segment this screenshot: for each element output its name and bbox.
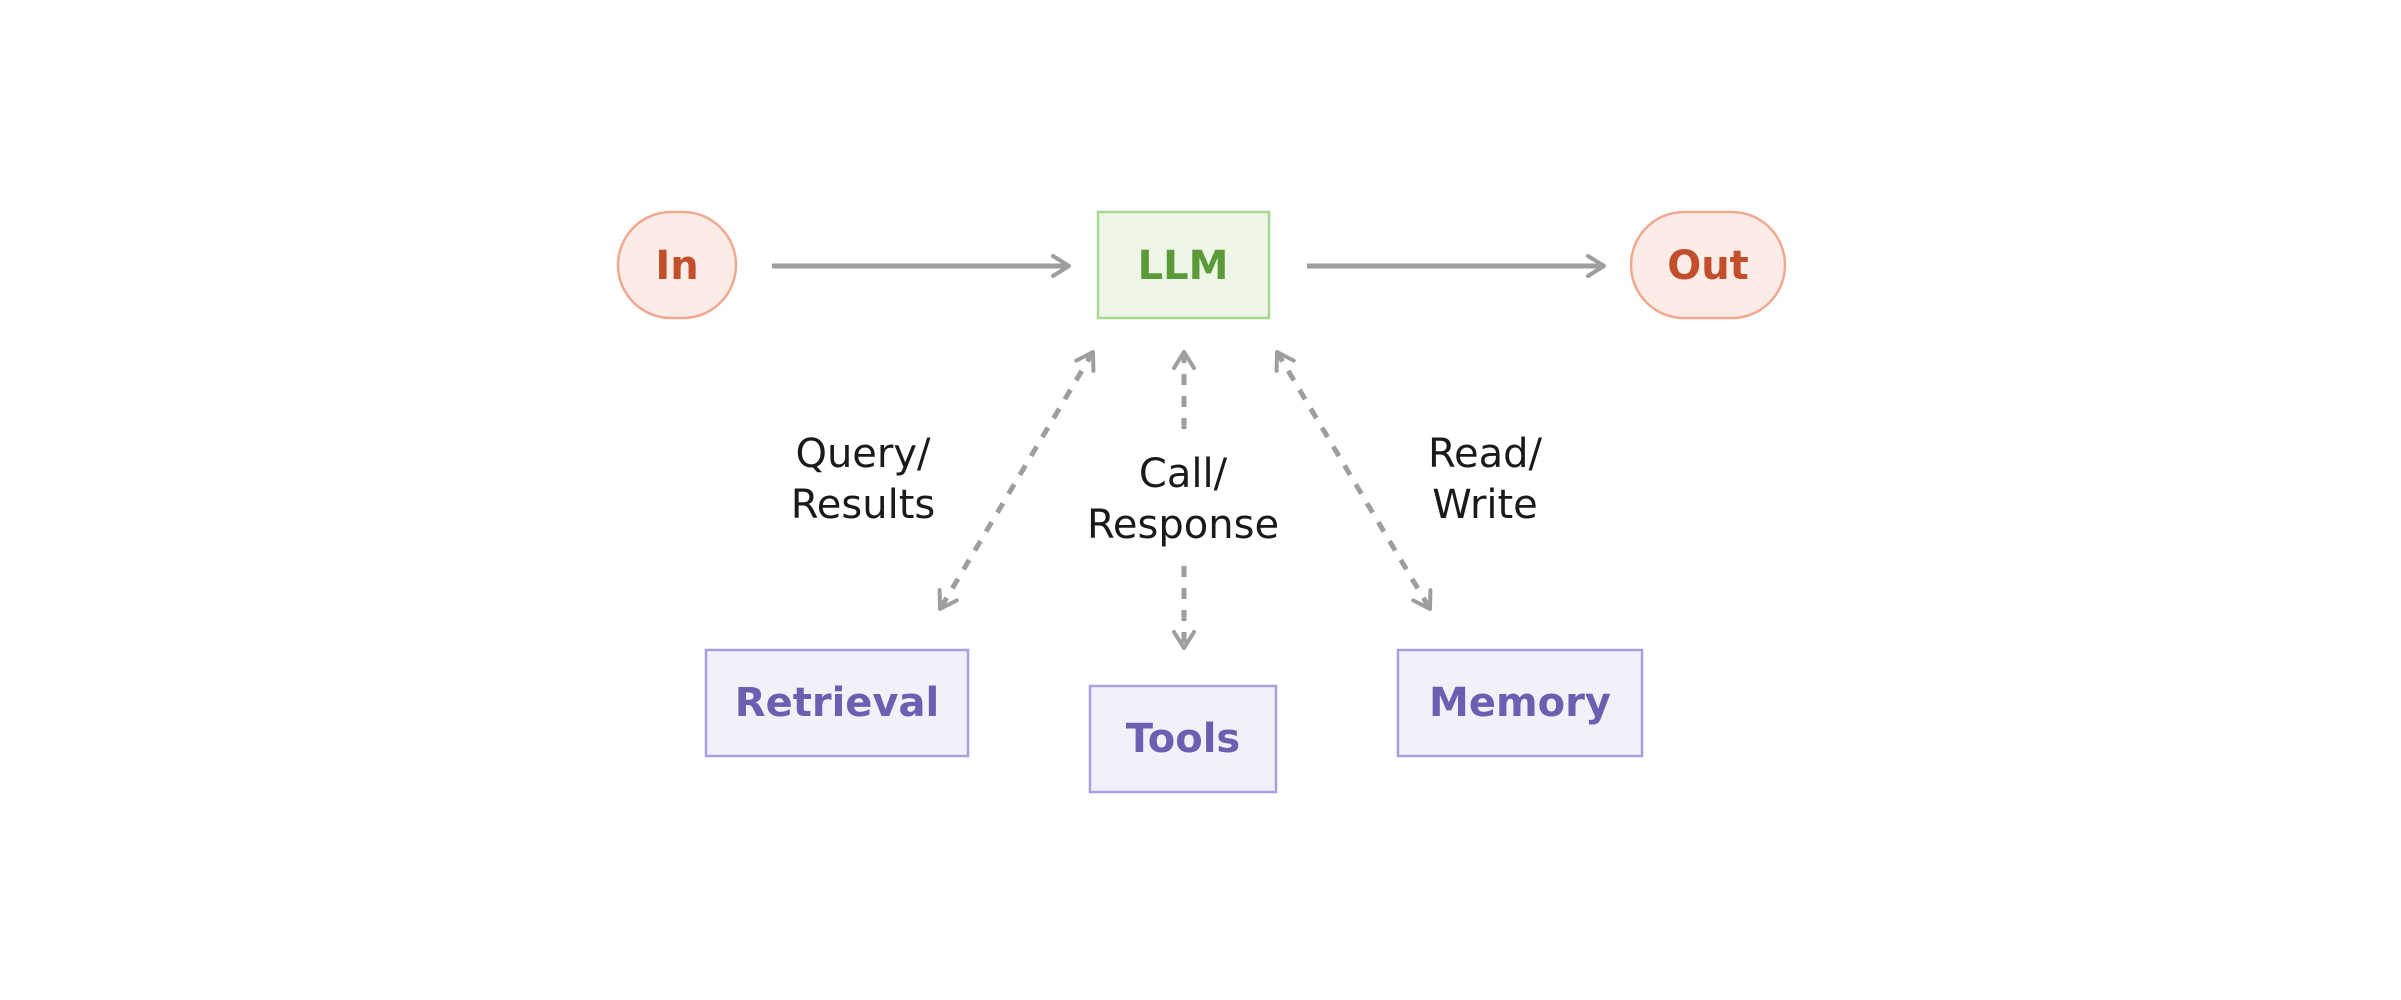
llm-label: LLM: [1138, 243, 1229, 289]
retrieval-node: Retrieval: [704, 648, 970, 758]
output-node: Out: [1629, 210, 1787, 320]
memory-edge-label-line1: Read/: [1428, 431, 1543, 477]
llm-retrieval-arrow: [937, 350, 1096, 611]
memory-node: Memory: [1396, 648, 1644, 758]
tools-edge-label: Call/ Response: [1087, 451, 1279, 548]
tools-label: Tools: [1126, 716, 1240, 762]
input-node: In: [616, 210, 738, 320]
memory-edge-label: Read/ Write: [1428, 431, 1543, 528]
llm-memory-arrow: [1274, 350, 1433, 611]
output-label: Out: [1667, 243, 1749, 289]
retrieval-label: Retrieval: [735, 680, 939, 726]
llm-node: LLM: [1096, 210, 1271, 320]
tools-edge-label-line2: Response: [1087, 502, 1279, 548]
memory-edge-label-line2: Write: [1432, 482, 1538, 528]
memory-label: Memory: [1429, 680, 1611, 726]
retrieval-edge-label-line1: Query/: [795, 431, 931, 477]
retrieval-edge-label-line2: Results: [791, 482, 935, 528]
retrieval-edge-label: Query/ Results: [791, 431, 935, 528]
tools-edge-label-line1: Call/: [1139, 451, 1228, 497]
input-label: In: [655, 243, 698, 289]
tools-node: Tools: [1088, 684, 1278, 794]
